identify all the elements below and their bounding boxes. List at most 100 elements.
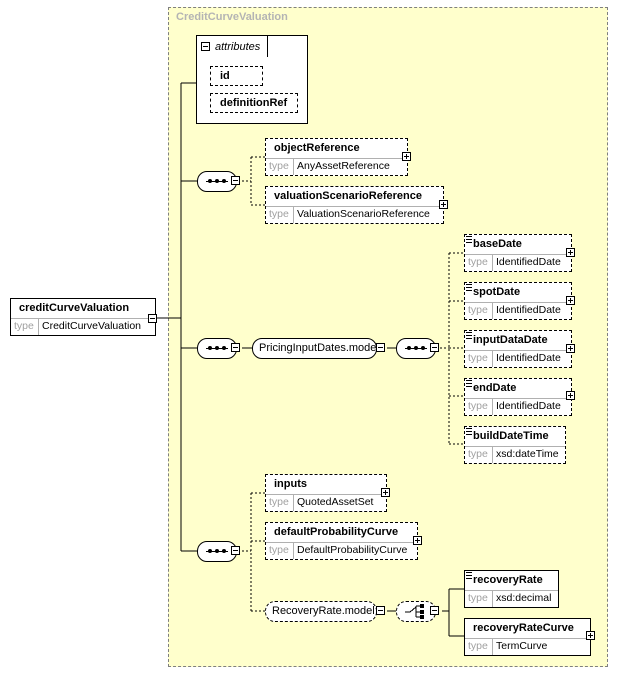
divider: [465, 638, 590, 639]
element-enddate[interactable]: endDate type IdentifiedDate: [464, 378, 572, 416]
element-spotdate[interactable]: spotDate type IdentifiedDate: [464, 282, 572, 320]
expand-icon[interactable]: [566, 296, 575, 305]
divider: [266, 494, 386, 495]
element-type: TermCurve: [496, 640, 548, 652]
element-name: spotDate: [473, 286, 521, 298]
element-type: IdentifiedDate: [496, 352, 561, 364]
divider: [465, 446, 565, 447]
expand-icon[interactable]: [381, 488, 390, 497]
type-label: type: [269, 496, 289, 508]
divider: [293, 206, 294, 223]
attribute-definitionref[interactable]: definitionRef: [210, 93, 298, 113]
element-name: inputDataDate: [473, 334, 548, 346]
element-type: IdentifiedDate: [496, 400, 561, 412]
element-type: IdentifiedDate: [496, 304, 561, 316]
sequence-collapse-icon[interactable]: [231, 546, 240, 555]
element-basedate[interactable]: baseDate type IdentifiedDate: [464, 234, 572, 272]
sequence-collapse-icon[interactable]: [231, 176, 240, 185]
element-name: inputs: [274, 478, 307, 490]
sequence-compositor-icon[interactable]: [396, 338, 436, 359]
divider: [465, 398, 571, 399]
simple-content-icon: [466, 380, 472, 387]
expand-icon[interactable]: [566, 391, 575, 400]
divider: [293, 494, 294, 511]
expand-icon[interactable]: [439, 200, 448, 209]
divider: [266, 542, 417, 543]
element-type: QuotedAssetSet: [297, 496, 374, 508]
divider: [492, 590, 493, 607]
simple-content-icon: [466, 332, 472, 339]
type-label: type: [468, 400, 488, 412]
element-recoveryrate[interactable]: recoveryRate type xsd:decimal: [464, 570, 559, 608]
element-name: defaultProbabilityCurve: [274, 526, 399, 538]
simple-content-icon: [466, 284, 472, 291]
element-name: recoveryRate: [473, 574, 543, 586]
type-label: type: [269, 160, 289, 172]
type-label: type: [468, 640, 488, 652]
divider: [492, 350, 493, 367]
expand-icon[interactable]: [586, 631, 595, 640]
root-element-name: creditCurveValuation: [19, 302, 130, 314]
sequence-collapse-icon[interactable]: [231, 343, 240, 352]
element-name: baseDate: [473, 238, 522, 250]
expand-icon[interactable]: [566, 344, 575, 353]
root-element[interactable]: creditCurveValuation type CreditCurveVal…: [10, 298, 156, 336]
sequence-compositor-icon[interactable]: [197, 541, 237, 562]
divider: [465, 350, 571, 351]
group-collapse-icon[interactable]: [376, 606, 385, 615]
expand-icon[interactable]: [566, 248, 575, 257]
element-type: AnyAssetReference: [297, 160, 390, 172]
divider: [266, 206, 443, 207]
divider: [465, 254, 571, 255]
attribute-id[interactable]: id: [210, 66, 263, 86]
divider: [492, 254, 493, 271]
expand-icon[interactable]: [413, 536, 422, 545]
element-type: IdentifiedDate: [496, 256, 561, 268]
element-type: ValuationScenarioReference: [297, 208, 430, 220]
element-inputs[interactable]: inputs type QuotedAssetSet: [265, 474, 387, 512]
divider: [38, 318, 39, 335]
divider: [465, 302, 571, 303]
sequence-compositor-icon[interactable]: [197, 171, 237, 192]
simple-content-icon: [466, 572, 472, 579]
element-recoveryratecurve[interactable]: recoveryRateCurve type TermCurve: [464, 618, 591, 656]
sequence-collapse-icon[interactable]: [430, 343, 439, 352]
element-name: buildDateTime: [473, 430, 549, 442]
divider: [11, 318, 155, 319]
element-type: DefaultProbabilityCurve: [297, 544, 408, 556]
divider: [465, 590, 558, 591]
divider: [492, 398, 493, 415]
root-collapse-icon[interactable]: [148, 314, 157, 323]
attributes-collapse-icon[interactable]: [201, 42, 210, 51]
element-name: recoveryRateCurve: [473, 622, 574, 634]
group-ref-recoveryrate[interactable]: RecoveryRate.model: [265, 601, 377, 622]
expand-icon[interactable]: [402, 152, 411, 161]
element-defaultprobabilitycurve[interactable]: defaultProbabilityCurve type DefaultProb…: [265, 522, 418, 560]
root-element-type: CreditCurveValuation: [42, 320, 142, 332]
type-label: type: [468, 304, 488, 316]
divider: [293, 158, 294, 175]
element-valuationscenarioreference[interactable]: valuationScenarioReference type Valuatio…: [265, 186, 444, 224]
group-ref-pricinginputdates[interactable]: PricingInputDates.model: [252, 338, 379, 359]
group-collapse-icon[interactable]: [376, 343, 385, 352]
divider: [492, 446, 493, 463]
sequence-compositor-icon[interactable]: [197, 338, 237, 359]
divider: [492, 638, 493, 655]
type-label: type: [468, 592, 488, 604]
element-inputdatadate[interactable]: inputDataDate type IdentifiedDate: [464, 330, 572, 368]
divider: [492, 302, 493, 319]
type-label: type: [269, 544, 289, 556]
type-label: type: [468, 448, 488, 460]
element-objectreference[interactable]: objectReference type AnyAssetReference: [265, 138, 408, 176]
element-type: xsd:decimal: [496, 592, 552, 604]
attributes-tab: [196, 35, 268, 57]
element-builddatetime[interactable]: buildDateTime type xsd:dateTime: [464, 426, 566, 464]
type-label: type: [14, 320, 34, 332]
choice-collapse-icon[interactable]: [430, 606, 439, 615]
divider: [293, 542, 294, 559]
element-name: objectReference: [274, 142, 360, 154]
type-label: type: [468, 352, 488, 364]
element-name: valuationScenarioReference: [274, 190, 422, 202]
